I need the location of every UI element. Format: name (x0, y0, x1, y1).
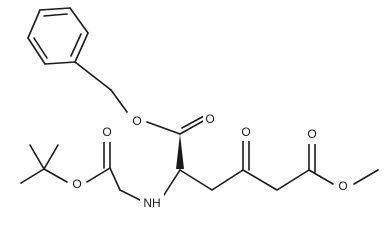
atom-label-nh: NH (143, 196, 160, 210)
benzyl-ester-bonds (74, 61, 206, 135)
stereo-wedge-bond (176, 134, 184, 169)
atom-labels: O O O O O NH O O (70, 112, 350, 210)
molecule-structure: O O O O O NH O O (20, 7, 379, 210)
atom-label-carbamate-carbonyl-oxygen: O (102, 125, 111, 139)
atom-label-carbamate-ester-oxygen: O (72, 177, 81, 191)
atom-label-ester-oxygen: O (132, 114, 141, 128)
backbone-bonds (179, 138, 379, 191)
atom-label-carbonyl-oxygen-2: O (307, 127, 316, 141)
boc-group-bonds (20, 139, 181, 201)
atom-label-methoxy-oxygen: O (338, 179, 347, 193)
benzene-ring (27, 7, 89, 65)
atom-label-carbonyl-oxygen-1: O (205, 112, 214, 126)
atom-label-ketone-oxygen: O (241, 125, 250, 139)
